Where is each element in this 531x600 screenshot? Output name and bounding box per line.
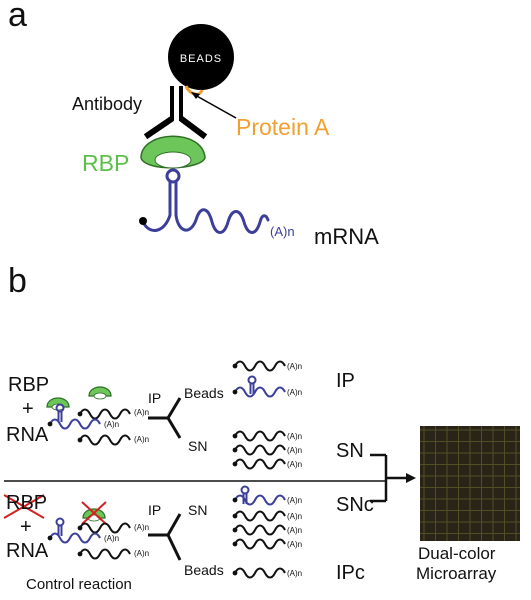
svg-text:(A)n: (A)n [287, 496, 302, 505]
plus-label: + [22, 398, 34, 420]
merge-arrowhead [406, 473, 416, 483]
rbp-label: RBP [82, 150, 130, 176]
ip-split-bottom [148, 513, 182, 561]
beads-label: BEADS [180, 53, 222, 65]
ip-arrow-label: IP [148, 390, 162, 406]
polya-labels: (A)n (A)n (A)n (A)n (A)n (A)n (A)n (A)n … [104, 362, 302, 578]
rbp-shape-inner [154, 151, 192, 169]
ip-output-rnas [231, 360, 286, 398]
mrna-label: mRNA [314, 224, 379, 249]
svg-text:(A)n: (A)n [287, 460, 302, 469]
svg-text:(A)n: (A)n [287, 362, 302, 371]
rbp-strike [3, 494, 45, 519]
svg-text:(A)n: (A)n [287, 569, 302, 578]
svg-text:(A)n: (A)n [134, 435, 149, 444]
beads-control-label: Beads [184, 562, 224, 578]
plus-control-label: + [20, 516, 32, 538]
panel-b-letter: b [8, 262, 27, 300]
mrna-cap [139, 217, 147, 225]
svg-text:(A)n: (A)n [287, 526, 302, 535]
sn-control-label: SN [188, 502, 208, 518]
control-rbp-cross [81, 501, 107, 525]
sn-output-label: SN [336, 440, 364, 462]
ipc-output-rnas [231, 567, 286, 579]
protein-a-label: Protein A [236, 114, 330, 140]
ip-split-top [148, 397, 182, 439]
protein-a-arrowhead [191, 92, 200, 99]
svg-text:(A)n: (A)n [104, 534, 119, 543]
svg-text:(A)n: (A)n [287, 446, 302, 455]
protein-a-arrow [194, 94, 237, 119]
svg-text:(A)n: (A)n [104, 420, 119, 429]
ip-control-arrow-label: IP [148, 502, 162, 518]
control-reaction-label: Control reaction [26, 576, 132, 593]
rbp-crossed-label: RBP [6, 492, 48, 514]
snc-output-rnas [231, 485, 286, 550]
panel-a-letter: a [8, 0, 27, 34]
bead-circle [168, 24, 234, 90]
merge-bracket [370, 453, 412, 503]
rna-control-label: RNA [6, 540, 49, 562]
ipc-output-label: IPc [336, 562, 365, 584]
microarray-label-line1: Dual-color [418, 544, 496, 563]
antibody-label: Antibody [72, 94, 143, 114]
svg-text:(A)n: (A)n [287, 540, 302, 549]
ip-output-label: IP [336, 370, 355, 392]
rbp-label-b: RBP [8, 374, 50, 396]
snc-output-label: SNc [336, 494, 374, 516]
microarray-image [420, 426, 520, 541]
panel-a-diagram: BEADS [139, 24, 270, 234]
panel-b-diagram: (A)n (A)n (A)n (A)n (A)n (A)n (A)n (A)n … [3, 360, 520, 579]
svg-text:(A)n: (A)n [134, 523, 149, 532]
svg-text:(A)n: (A)n [287, 388, 302, 397]
svg-text:(A)n: (A)n [287, 512, 302, 521]
mrna-strand [141, 168, 270, 234]
beads-arrow-label: Beads [184, 385, 224, 401]
polya-label: (A)n [270, 224, 295, 239]
svg-text:(A)n: (A)n [287, 432, 302, 441]
svg-text:(A)n: (A)n [134, 408, 149, 417]
sn-output-rnas [231, 430, 286, 470]
rna-label: RNA [6, 424, 49, 446]
svg-text:(A)n: (A)n [134, 549, 149, 558]
antibody-shape [143, 86, 208, 140]
microarray-label-line2: Microarray [416, 564, 497, 583]
sn-arrow-label: SN [188, 438, 208, 454]
